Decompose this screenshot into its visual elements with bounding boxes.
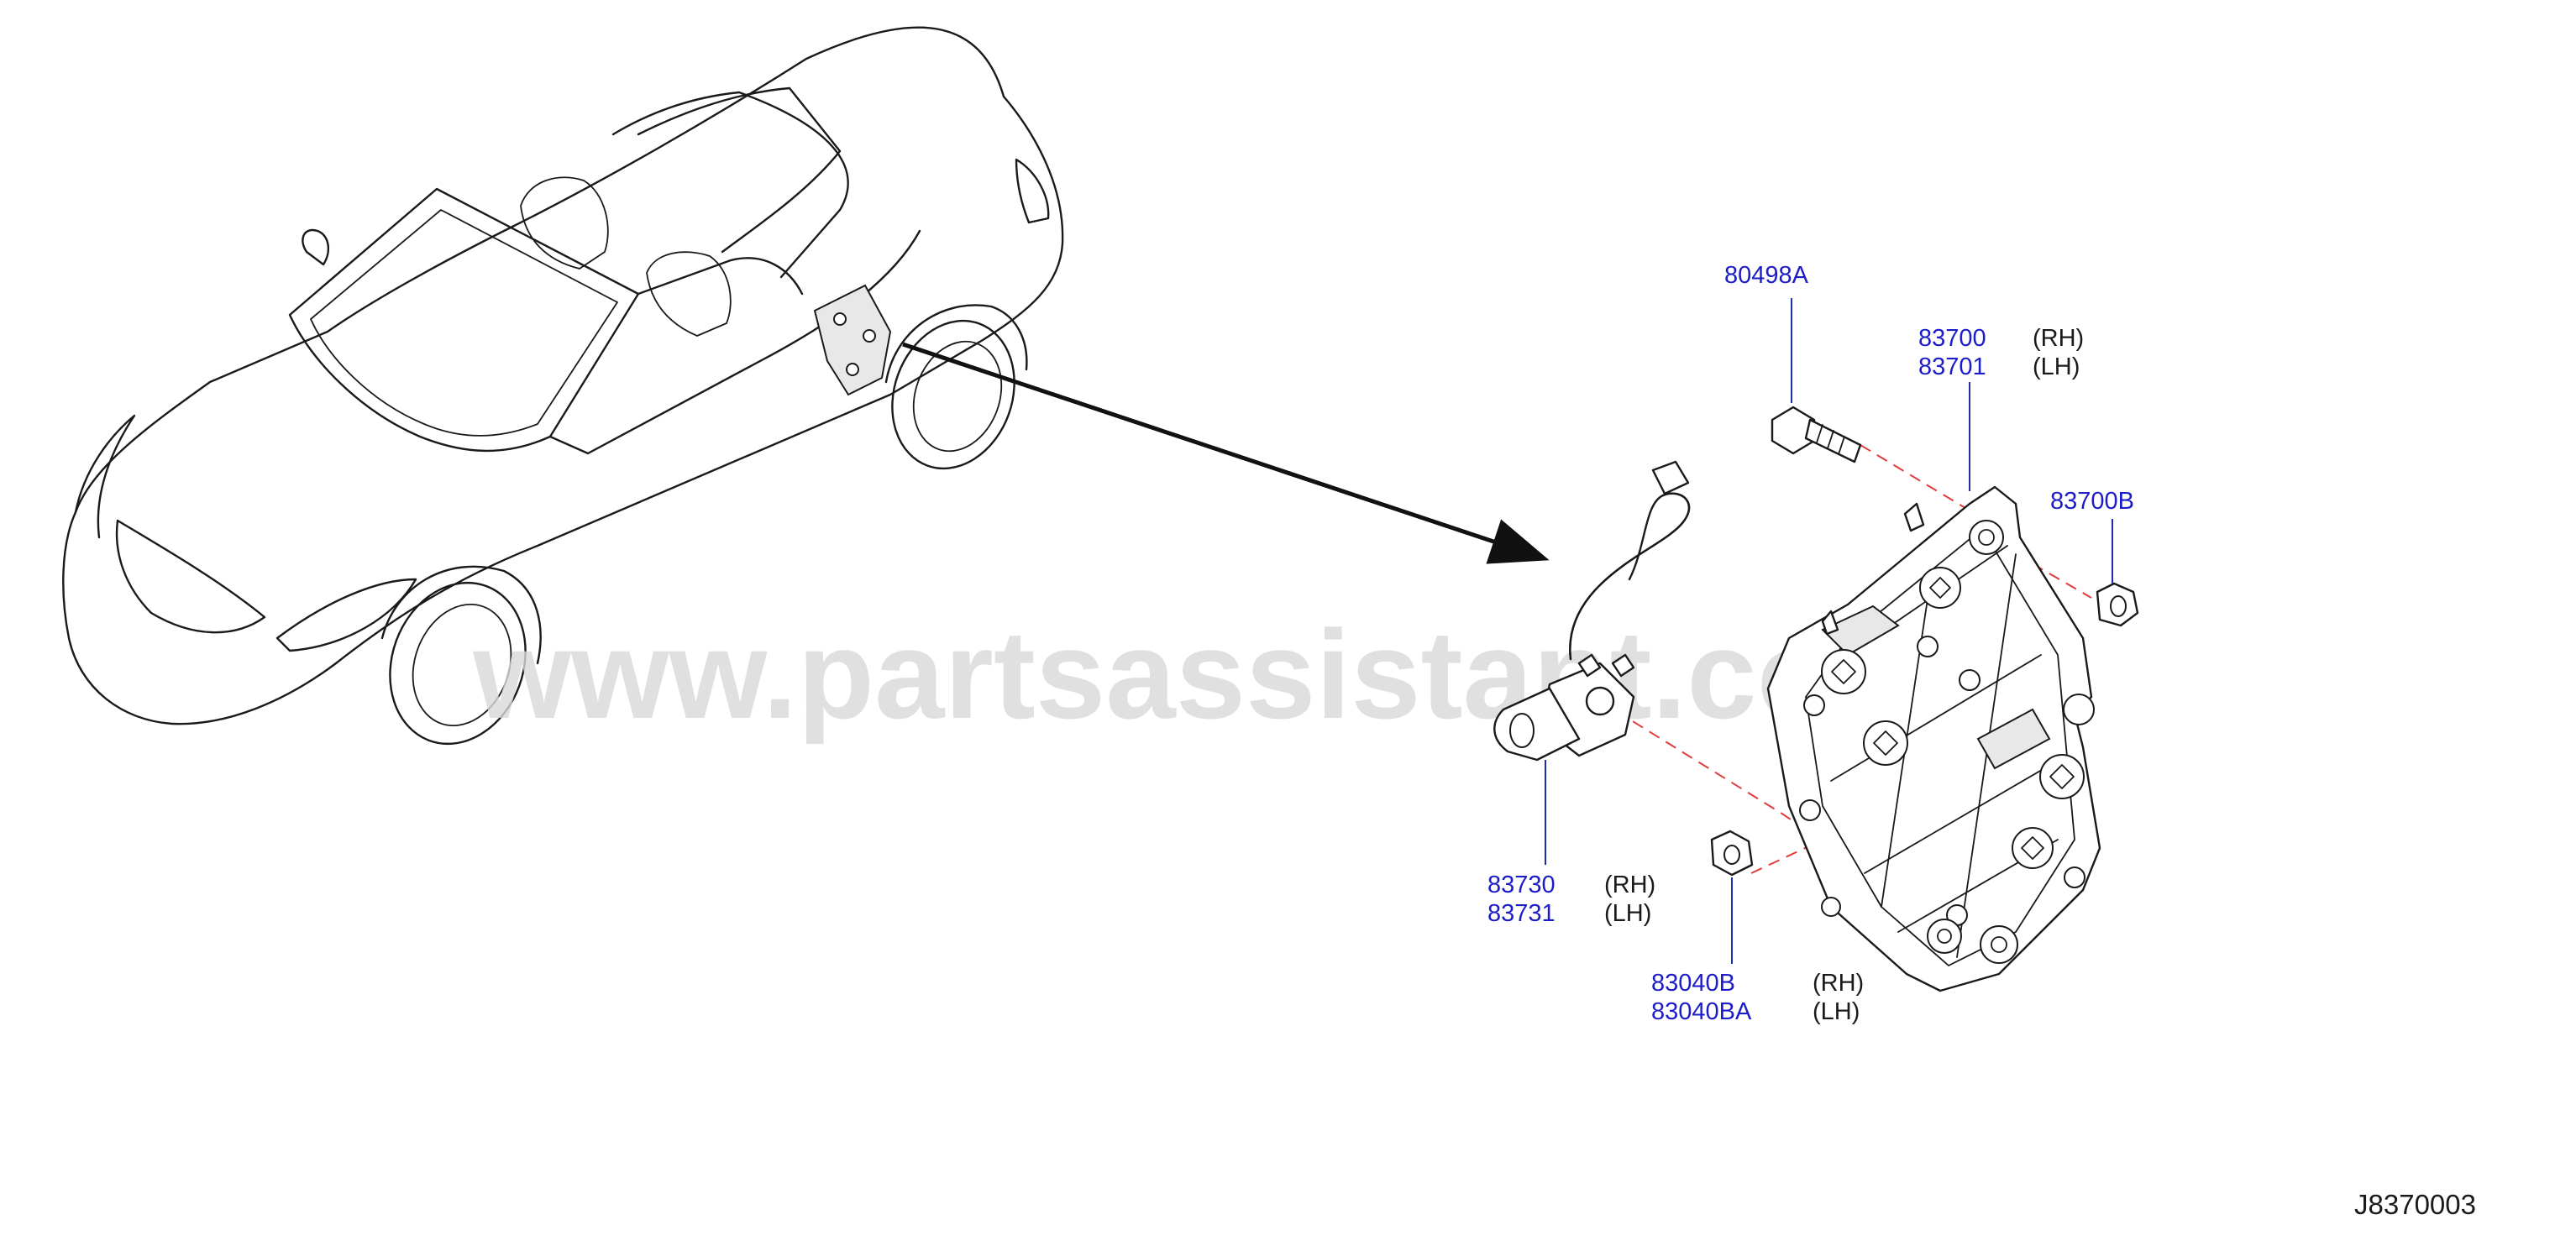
callout-nut: 83700B — [2050, 488, 2134, 515]
part-number: 80498A — [1724, 262, 1809, 289]
location-arrow — [902, 342, 1550, 564]
part-number-rh: 83040B — [1651, 970, 1735, 997]
callout-bolt: 80498A — [1724, 262, 1809, 289]
regulator-location-icon — [813, 284, 892, 396]
leader-lines — [1545, 298, 2113, 964]
side-lh: (LH) — [2033, 353, 2080, 380]
callout-motor: 83730 (RH) 83731 (LH) — [1487, 872, 1655, 927]
part-number-rh: 83700 — [1918, 325, 1986, 352]
part-number-lh: 83731 — [1487, 900, 1556, 927]
window-regulator — [1766, 485, 2101, 992]
nut — [2096, 582, 2139, 627]
diagram-code: J8370003 — [2354, 1189, 2476, 1220]
window-motor — [1493, 460, 1691, 762]
grommet — [1710, 830, 1754, 877]
callout-grommet: 83040B (RH) 83040BA (LH) — [1651, 970, 1864, 1025]
side-rh: (RH) — [1604, 872, 1655, 898]
side-lh: (LH) — [1813, 998, 1860, 1025]
watermark: www.partsassistant.com — [472, 604, 1945, 745]
part-number: 83700B — [2050, 488, 2134, 515]
part-number-lh: 83040BA — [1651, 998, 1752, 1025]
side-rh: (RH) — [2033, 325, 2084, 352]
bolt — [1771, 406, 1862, 463]
vehicle-illustration — [62, 26, 1550, 746]
part-number-rh: 83730 — [1487, 872, 1556, 898]
part-number-lh: 83701 — [1918, 353, 1986, 380]
side-lh: (LH) — [1604, 900, 1651, 927]
callout-regulator: 83700 (RH) 83701 (LH) — [1918, 325, 2084, 380]
side-rh: (RH) — [1813, 970, 1864, 997]
